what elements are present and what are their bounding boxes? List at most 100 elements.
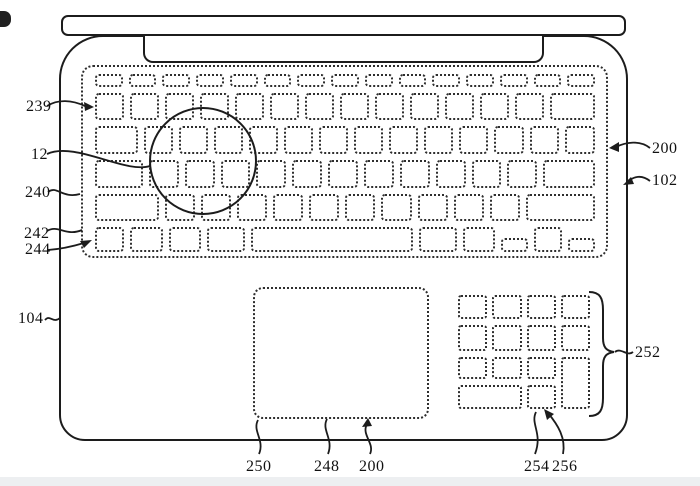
trackpad-region (253, 287, 429, 419)
key-outline (399, 160, 430, 188)
key-outline (417, 193, 448, 222)
key-outline (256, 160, 287, 188)
key-outline (237, 193, 268, 222)
keypad-key-outline (526, 325, 556, 351)
key-outline (196, 74, 224, 87)
keypad-key-outline (458, 295, 488, 319)
callout-label-102: 102 (652, 172, 678, 189)
callout-label-12: 12 (31, 146, 48, 163)
keypad-key-outline (458, 385, 522, 409)
key-outline (162, 74, 191, 87)
key-outline (564, 126, 595, 155)
key-outline (331, 74, 359, 87)
keypad-key-outline (526, 357, 556, 379)
key-outline (550, 92, 595, 121)
key-outline (130, 92, 160, 121)
key-outline (319, 126, 349, 155)
callout-label-248: 248 (314, 458, 340, 475)
key-outline (507, 160, 538, 188)
keyboard-row (95, 126, 595, 155)
key-outline (462, 227, 495, 252)
callout-label-240: 240 (25, 184, 51, 201)
key-outline (220, 160, 251, 188)
keyboard-row (95, 74, 596, 87)
key-outline (453, 193, 484, 222)
key-outline (471, 160, 502, 188)
key-outline (525, 193, 595, 222)
keyboard-region (81, 65, 608, 258)
laptop-base (59, 35, 628, 441)
keypad-key-outline (560, 357, 590, 409)
key-outline (235, 92, 265, 121)
callout-label-252: 252 (635, 344, 661, 361)
key-outline (165, 92, 195, 121)
key-outline (213, 126, 244, 155)
keypad-key-outline (492, 295, 522, 319)
hinge (143, 36, 544, 63)
keypad-key-outline (560, 295, 590, 319)
key-outline (354, 126, 384, 155)
key-outline (178, 126, 208, 155)
auxiliary-keypad (458, 295, 590, 409)
key-outline (250, 227, 414, 252)
key-outline (534, 227, 563, 252)
callout-label-239: 239 (26, 98, 52, 115)
key-outline (297, 74, 326, 87)
keyboard-row (95, 227, 595, 252)
key-outline (419, 227, 457, 252)
key-outline (328, 160, 358, 188)
key-outline (273, 193, 304, 222)
key-outline (200, 92, 230, 121)
key-outline (128, 74, 157, 87)
key-outline (466, 74, 494, 87)
bottom-gray-band (0, 477, 700, 486)
callout-label-244: 244 (25, 241, 51, 258)
callout-label-200-bottom: 200 (359, 458, 385, 475)
scan-artifact (0, 11, 11, 27)
leader-104 (44, 317, 61, 321)
key-outline (529, 126, 559, 155)
key-outline (95, 160, 143, 188)
keyboard-row (95, 160, 596, 188)
key-outline (305, 92, 335, 121)
key-outline (459, 126, 489, 155)
keyboard-row (95, 92, 595, 121)
keyboard-row (95, 193, 595, 222)
key-outline (95, 227, 125, 252)
key-outline (184, 160, 215, 188)
callout-label-242: 242 (24, 225, 50, 242)
key-outline (480, 92, 510, 121)
key-outline (381, 193, 412, 222)
key-outline (489, 193, 520, 222)
key-outline (284, 126, 314, 155)
key-outline (567, 74, 596, 87)
key-outline (249, 126, 279, 155)
key-outline (364, 74, 393, 87)
key-outline (432, 74, 461, 87)
key-outline (229, 74, 258, 87)
key-outline (340, 92, 370, 121)
key-outline (201, 193, 232, 222)
key-outline (410, 92, 440, 121)
key-outline (435, 160, 466, 188)
callout-label-256: 256 (552, 458, 578, 475)
key-outline (375, 92, 405, 121)
keypad-key-outline (492, 357, 522, 379)
key-outline (309, 193, 340, 222)
key-outline (143, 126, 173, 155)
key-outline (95, 74, 123, 87)
key-outline (292, 160, 323, 188)
key-outline (169, 227, 201, 252)
callout-label-250: 250 (246, 458, 272, 475)
key-outline (345, 193, 376, 222)
leader-102 (627, 175, 651, 182)
key-outline (515, 92, 545, 121)
key-outline (445, 92, 475, 121)
keypad-key-outline (560, 325, 590, 351)
keypad-key-outline (526, 385, 556, 409)
key-outline (95, 92, 125, 121)
keypad-key-outline (526, 295, 556, 319)
laptop-lid (61, 15, 626, 36)
key-outline (270, 92, 300, 121)
